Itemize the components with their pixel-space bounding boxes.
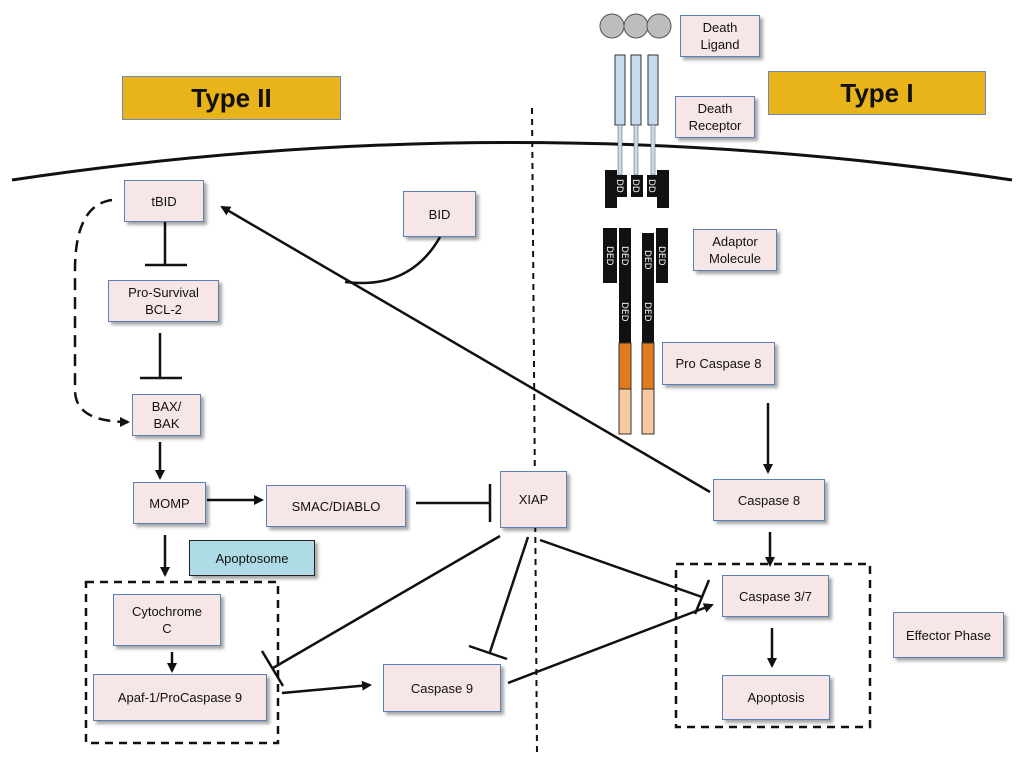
inhibit-xiap-apaf: [272, 534, 501, 670]
apaf-procaspase9-node: Apaf-1/ProCaspase 9: [93, 674, 267, 721]
bax-bak-node: BAX/ BAK: [132, 394, 201, 436]
pro-caspase-8-shape: DED DED: [618, 283, 655, 435]
bid-curve: [344, 236, 442, 285]
inhibit-bar: [260, 650, 285, 687]
effector-group-box: [674, 562, 872, 729]
receptor-stalk: [650, 124, 656, 176]
inhibit-bar: [468, 644, 508, 661]
ded-block: [642, 283, 654, 343]
ded-label: DED: [642, 302, 652, 322]
ded-label: DED: [604, 246, 614, 266]
dd-label: DD: [614, 179, 624, 193]
ded-block: [642, 233, 654, 283]
bid-node: BID: [403, 191, 476, 237]
death-domain-shape: DD DD DD: [605, 170, 669, 208]
ded-label: DED: [642, 250, 652, 270]
ligand-circle: [599, 13, 625, 39]
ded-block: [603, 228, 617, 283]
receptor-stalk: [633, 124, 639, 176]
dd-block: [647, 175, 659, 197]
ded-block: [619, 228, 631, 283]
adaptor-molecule-node: Adaptor Molecule: [693, 229, 777, 271]
smac-diablo-node: SMAC/DIABLO: [266, 485, 406, 527]
arrow-caspase9-caspase37: [507, 603, 714, 685]
dd-block: [615, 175, 627, 197]
ded-label: DED: [656, 246, 666, 266]
apoptosis-node: Apoptosis: [722, 675, 830, 720]
arrow-apaf-caspase9: [281, 680, 372, 695]
dd-block: [605, 170, 617, 208]
caspase-8-node: Caspase 8: [713, 479, 825, 521]
caspase-9-node: Caspase 9: [383, 664, 501, 712]
type-ii-banner: Type II: [122, 76, 341, 120]
arrow-caspase8-tbid: [220, 205, 711, 494]
type-divider: [531, 107, 538, 753]
death-receptor-shape: [614, 54, 659, 176]
death-ligand-shape: [599, 13, 672, 39]
type-i-banner: Type I: [768, 71, 986, 115]
dd-label: DD: [630, 179, 640, 193]
momp-node: MOMP: [133, 482, 206, 524]
inhibit-bar: [693, 579, 711, 615]
caspase-large-subunit: [641, 342, 655, 390]
death-receptor-node: Death Receptor: [675, 96, 755, 138]
pro-caspase-8-node: Pro Caspase 8: [662, 342, 775, 385]
inhibit-xiap-caspase9: [488, 536, 530, 653]
caspase-small-subunit: [641, 388, 655, 435]
ligand-circle: [646, 13, 672, 39]
inhibit-xiap-caspase37: [539, 538, 703, 599]
ded-label: DED: [619, 302, 629, 322]
dd-block: [657, 170, 669, 208]
ded-block: [619, 283, 631, 343]
cytochrome-c-node: Cytochrome C: [113, 594, 221, 646]
receptor-bar: [614, 54, 626, 126]
effector-phase-node: Effector Phase: [893, 612, 1004, 658]
receptor-bar: [630, 54, 642, 126]
ligand-circle: [623, 13, 649, 39]
caspase-large-subunit: [618, 342, 632, 390]
tbid-node: tBID: [124, 180, 204, 222]
apoptosome-label: Apoptosome: [189, 540, 315, 576]
caspase-small-subunit: [618, 388, 632, 435]
ded-block: [656, 228, 668, 283]
pro-survival-node: Pro-Survival BCL-2: [108, 280, 219, 322]
dashed-arrow-tbid-bax: [73, 198, 130, 427]
death-ligand-node: Death Ligand: [680, 15, 760, 57]
caspase-3-7-node: Caspase 3/7: [722, 575, 829, 617]
cell-membrane: [11, 141, 1013, 182]
adaptor-molecule-shape: DED DED DED DED: [603, 228, 668, 283]
dd-block: [631, 175, 643, 197]
ded-label: DED: [619, 246, 629, 266]
xiap-node: XIAP: [500, 471, 567, 528]
receptor-bar: [647, 54, 659, 126]
apoptosome-group-box: [84, 580, 280, 745]
dd-label: DD: [646, 179, 656, 193]
receptor-stalk: [617, 124, 623, 176]
